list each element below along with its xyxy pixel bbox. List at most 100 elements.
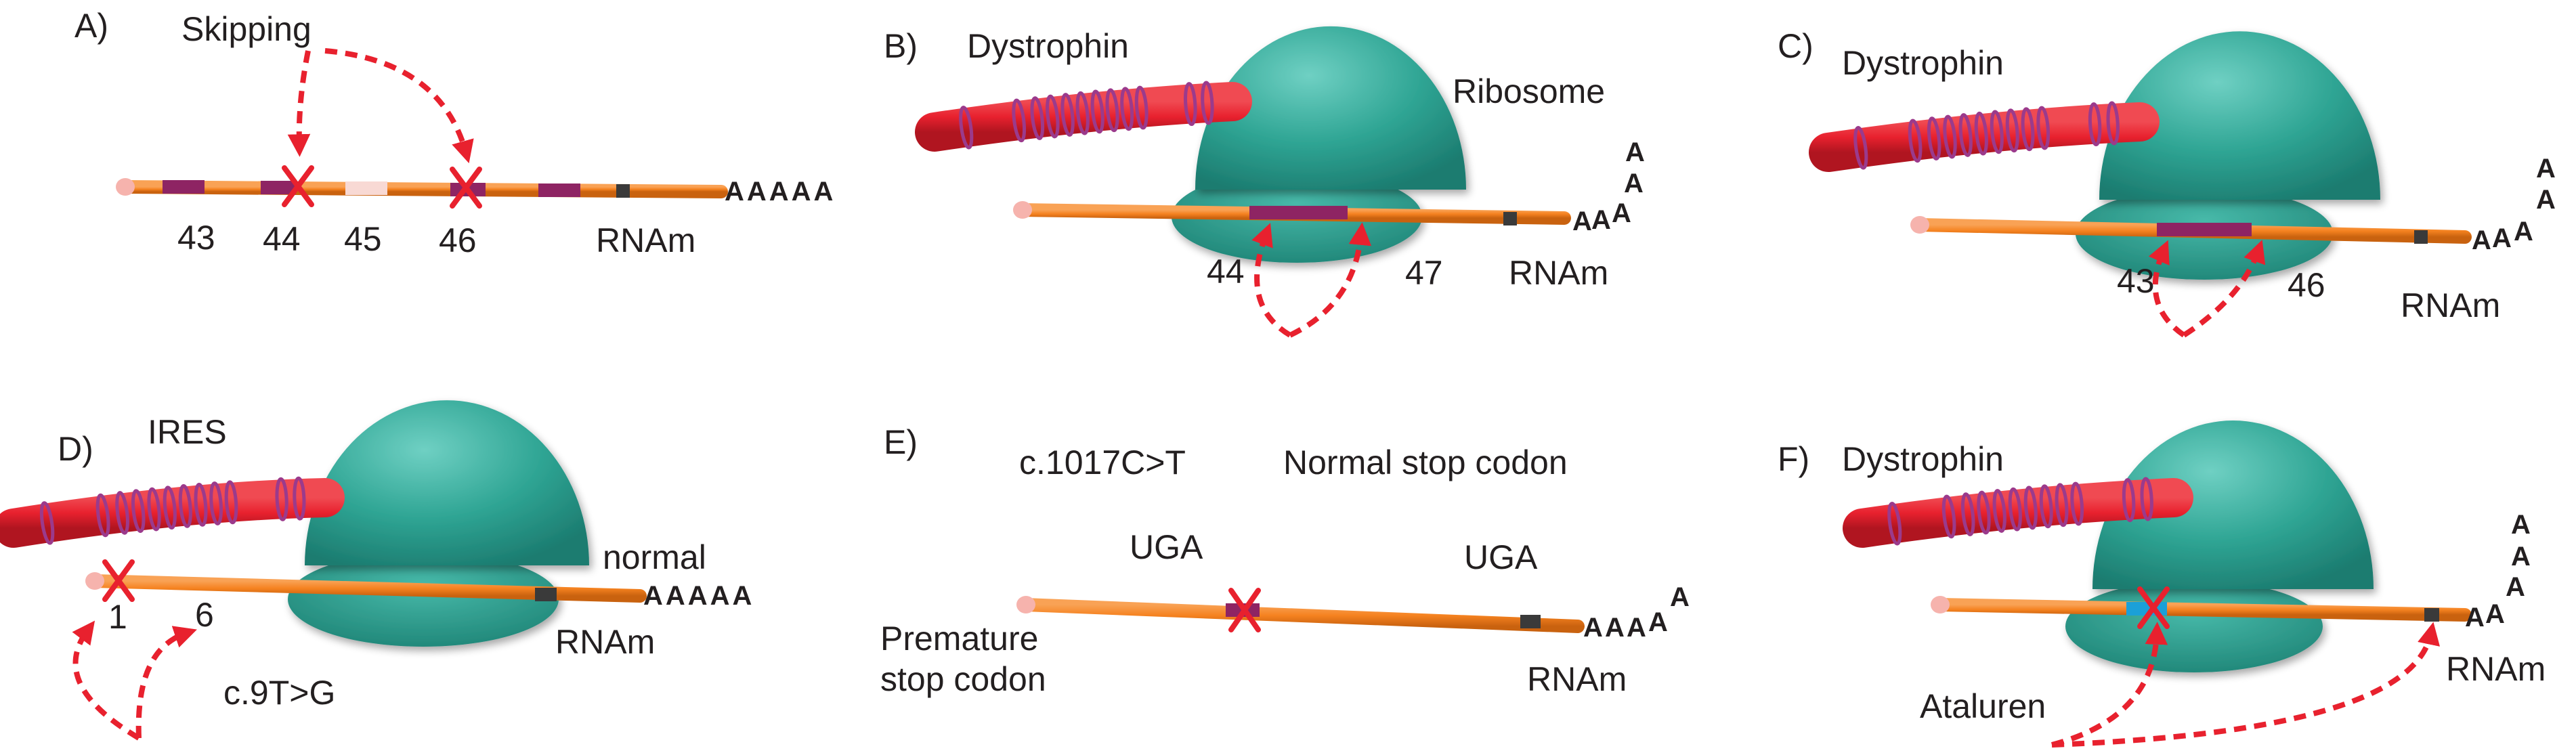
panel-a-mrna: [116, 178, 728, 198]
exon-label-44: 44: [263, 220, 301, 258]
protein-ring: [2122, 478, 2136, 523]
ires-label: IRES: [148, 413, 227, 451]
rnam-label: RNAm: [2446, 650, 2546, 688]
poly-a-5: A: [2536, 154, 2556, 184]
exon-label-45: 45: [344, 220, 382, 258]
protein-ring: [1184, 82, 1197, 127]
ires-arrow-6: [135, 626, 197, 739]
panel-e-label: E): [884, 423, 918, 461]
codon-label-normal: UGA: [1464, 538, 1538, 576]
skip-arrow-46: [324, 48, 474, 164]
protein-ring: [1030, 96, 1045, 140]
protein-ring: [1060, 93, 1075, 137]
protein-ring: [1075, 91, 1090, 135]
protein-ring: [1887, 502, 1902, 546]
panel-d-label: D): [58, 430, 93, 468]
panel-c-mrna: [1910, 216, 2472, 244]
poly-a-3: A: [1612, 198, 1631, 228]
protein-ring: [1012, 98, 1027, 143]
protein-ring: [1974, 111, 1988, 156]
protein-ring: [147, 487, 161, 532]
panel-f-label: F): [1778, 440, 1809, 478]
ribosome-large-subunit: [2092, 420, 2374, 589]
panel-d: D) IRES normal AAAAA 1 6 c.9T>G RNAm: [0, 400, 754, 741]
panel-b-mrna: [1013, 201, 1571, 225]
codon-label-premature: UGA: [1130, 528, 1203, 566]
poly-a-2: A: [2485, 599, 2505, 629]
protein-ring: [1990, 110, 2004, 154]
poly-a-5: A: [1670, 582, 1690, 612]
exon-label-43: 43: [177, 219, 215, 257]
ribosome-small-subunit: [2065, 580, 2323, 672]
protein-ring: [39, 501, 55, 545]
ribosome-small-subunit: [288, 552, 559, 647]
protein-ring: [1941, 494, 1956, 539]
poly-a-4: A: [1624, 169, 1644, 198]
protein-ring: [2055, 483, 2069, 527]
protein-ring: [2140, 477, 2153, 521]
exon-label-47: 47: [1405, 254, 1443, 292]
splice-arrow-left: [1251, 223, 1292, 338]
exon-label-46: 46: [2288, 266, 2325, 304]
protein-ring: [2039, 484, 2053, 529]
protein-ring: [224, 480, 238, 525]
panel-b-label: B): [884, 27, 918, 65]
protein-ring: [115, 491, 129, 535]
skip-arrow-44: [287, 50, 311, 157]
protein-ring: [1853, 126, 1868, 170]
normal-stop-label: Normal stop codon: [1283, 444, 1568, 481]
poly-a-2: A: [1591, 205, 1611, 235]
poly-a-2: A: [2492, 223, 2512, 253]
poly-a-tail: AAAAA: [643, 581, 754, 611]
panel-e: E) c.1017C>T Normal stop codon UGA UGA A…: [880, 423, 1690, 698]
mutation-label: c.1017C>T: [1019, 444, 1186, 481]
protein-ring: [1120, 87, 1134, 131]
poly-a-1: A: [1583, 613, 1603, 643]
panel-e-mrna: [1016, 596, 1585, 633]
protein-ring: [2008, 487, 2022, 532]
mrna-cap: [116, 178, 135, 196]
protein-ring: [1201, 81, 1214, 125]
normal-stop-segment: [1520, 615, 1541, 628]
protein-ring: [1927, 116, 1941, 160]
exon-43-segment: [163, 180, 205, 194]
cross-mark-46: [450, 167, 482, 209]
dystrophin-chain: [1843, 477, 2193, 548]
protein-ring: [131, 489, 146, 534]
fused-exon-43-46: [2157, 223, 2252, 236]
protein-ring: [178, 484, 192, 528]
rnam-label: RNAm: [596, 221, 695, 259]
dystrophin-label: Dystrophin: [967, 27, 1129, 65]
poly-a-1: A: [2465, 603, 2485, 632]
protein-ring: [1046, 94, 1060, 139]
protein-ring: [293, 476, 306, 521]
poly-a-4: A: [2536, 185, 2556, 215]
protein-ring: [2036, 106, 2051, 150]
rnam-label: RNAm: [555, 623, 655, 661]
skipping-label: Skipping: [181, 10, 312, 48]
normal-label: normal: [603, 538, 706, 576]
ribosome-large-subunit: [1195, 26, 1466, 190]
protein-ring: [1105, 88, 1119, 133]
protein-ring: [1958, 113, 1973, 157]
panel-f: F) Dystrophin A A A A A Ataluren RNAm: [1778, 420, 2546, 748]
poly-a-3: A: [2514, 217, 2533, 246]
panel-b: B) Dystrophin Ribosome A A A A A 44 47 R…: [884, 26, 1645, 338]
start-label-6: 6: [195, 596, 214, 634]
panel-c-label: C): [1778, 27, 1813, 65]
protein-ring: [1090, 89, 1104, 134]
panel-c: C) Dystrophin A A A A A 43 46 RNAm: [1778, 27, 2556, 338]
mutation-label: c.9T>G: [223, 674, 335, 712]
protein-ring: [275, 477, 288, 521]
premature-stop-label-line1: Premature: [880, 620, 1038, 657]
protein-ring: [1908, 118, 1923, 163]
protein-ring: [2021, 107, 2035, 152]
exon-label-46: 46: [439, 221, 477, 259]
rnam-label: RNAm: [1527, 660, 1627, 698]
protein-ring: [95, 493, 110, 538]
dystrophin-label: Dystrophin: [1842, 44, 2004, 82]
protein-ring: [2088, 102, 2102, 147]
ribosome-large-subunit: [305, 400, 589, 565]
